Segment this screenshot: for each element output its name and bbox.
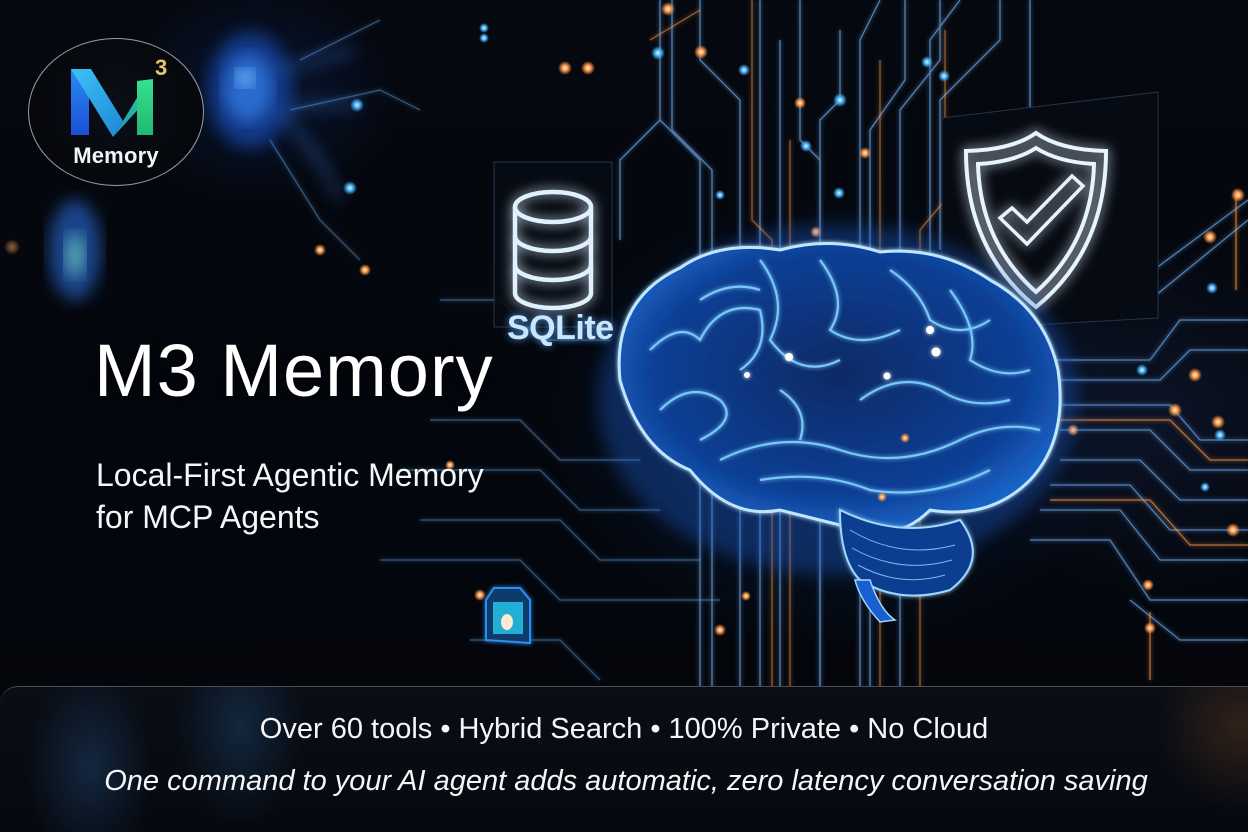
brain-icon <box>598 225 1078 623</box>
sqlite-label: SQLite <box>507 309 614 347</box>
svg-text:3: 3 <box>155 57 167 80</box>
user-icon <box>208 32 360 202</box>
subtitle-line-1: Local-First Agentic Memory <box>96 457 484 493</box>
tagline: One command to your AI agent adds automa… <box>104 765 1148 797</box>
page-subtitle: Local-First Agentic Memory for MCP Agent… <box>96 454 484 538</box>
subtitle-line-2: for MCP Agents <box>96 499 320 535</box>
m3-logo-mark-icon: 3 <box>71 57 167 137</box>
feature-panel: Over 60 tools • Hybrid Search • 100% Pri… <box>0 686 1248 832</box>
lock-icon <box>485 587 531 645</box>
feature-list: Over 60 tools • Hybrid Search • 100% Pri… <box>259 713 989 745</box>
page-title: M3 Memory <box>94 329 494 412</box>
database-icon <box>512 189 594 311</box>
brand-logo: 3 Memory <box>28 38 204 186</box>
logo-wordmark: Memory <box>73 143 159 168</box>
